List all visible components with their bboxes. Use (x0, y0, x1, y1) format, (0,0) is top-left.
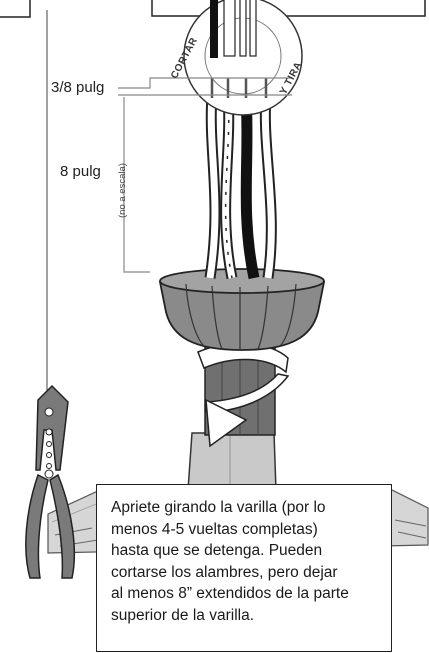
top-frame (0, 0, 426, 18)
instruction-text: Apriete girando la varilla (por lo menos… (111, 499, 349, 624)
wires (204, 95, 277, 280)
cut-length-label: 3/8 pulg (51, 79, 105, 96)
extend-length-label: 8 pulg (60, 163, 101, 180)
rod-base (187, 432, 277, 491)
twist-arrow-icon (197, 342, 290, 448)
instruction-callout: Apriete girando la varilla (por lo menos… (96, 484, 392, 652)
wire-connector-cap (158, 268, 326, 351)
wire-tops (210, 0, 257, 58)
wire-stripper-icon (25, 384, 76, 579)
scale-note-label: (no a escala) (117, 163, 128, 218)
measurement-guides (118, 77, 292, 273)
